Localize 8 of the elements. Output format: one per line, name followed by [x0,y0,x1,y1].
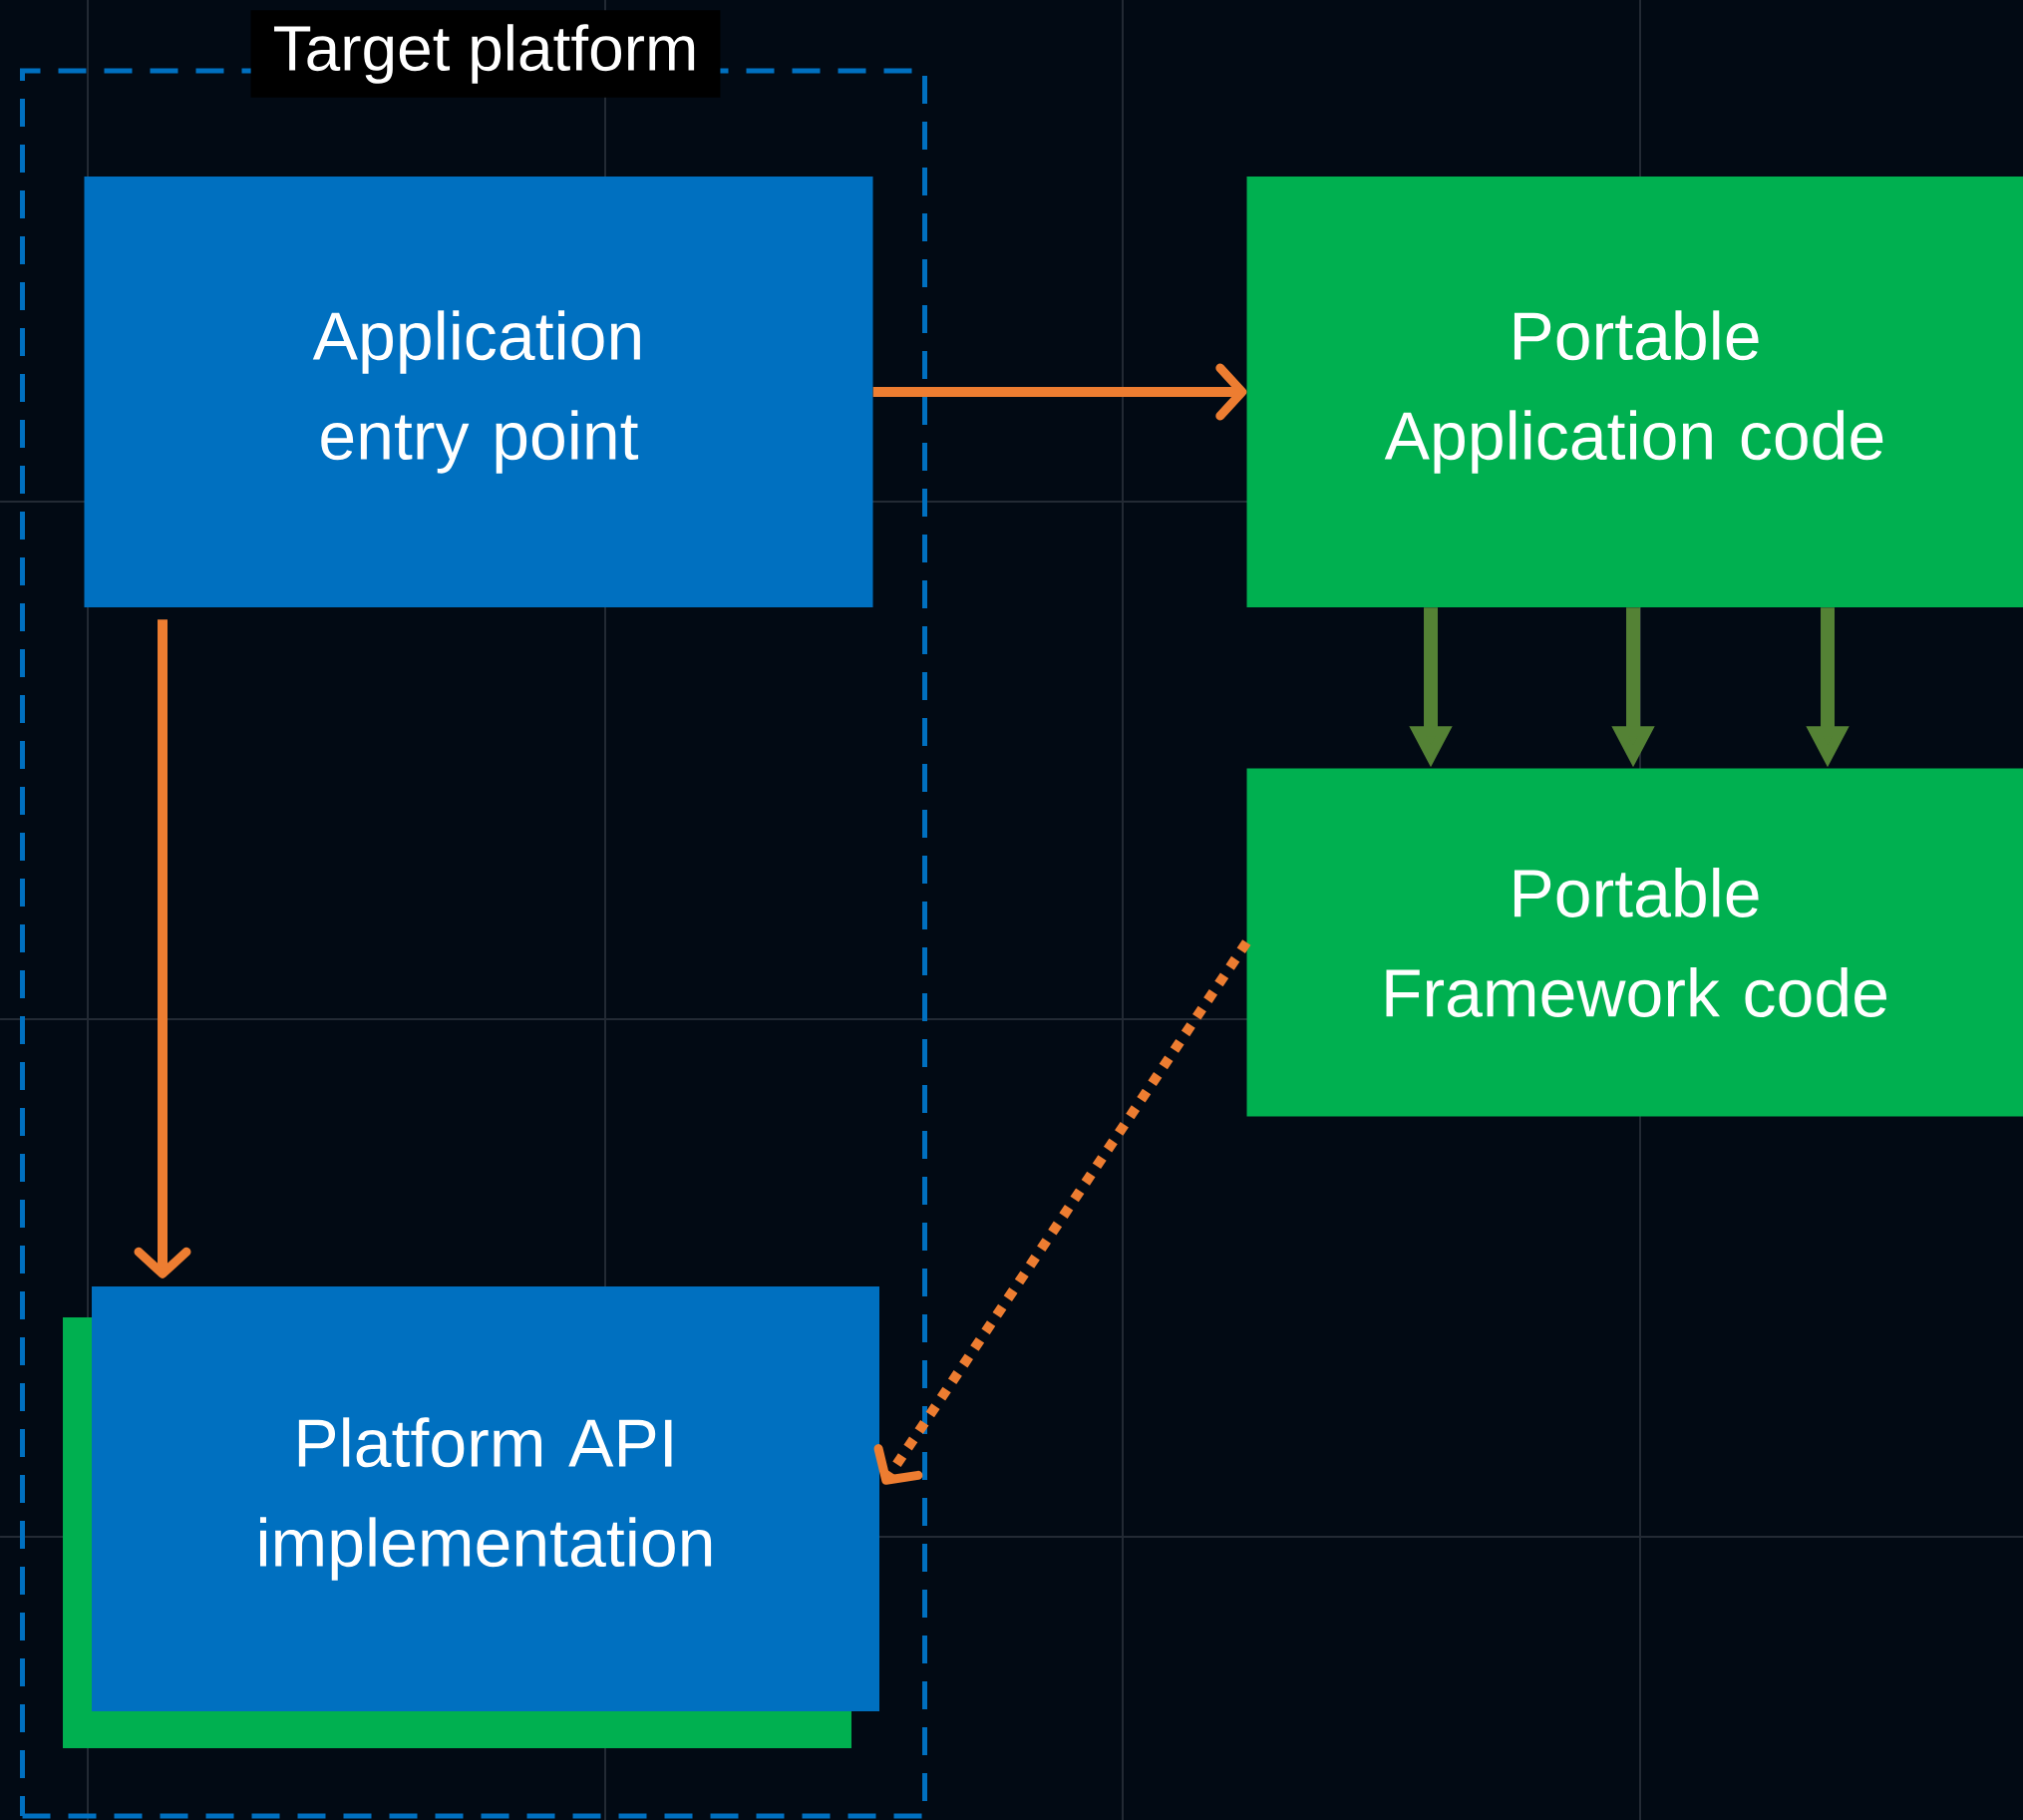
arrow [134,619,191,1278]
container-title: Target platform [250,10,721,98]
process-box: Portable Framework code [1246,768,2023,1117]
arrow [873,939,1251,1485]
process-box: Platform API implementation [63,1286,879,1748]
arrow [872,363,1247,421]
process-box: Application entry point [84,177,873,607]
process-box: Portable Application code [1246,177,2023,607]
